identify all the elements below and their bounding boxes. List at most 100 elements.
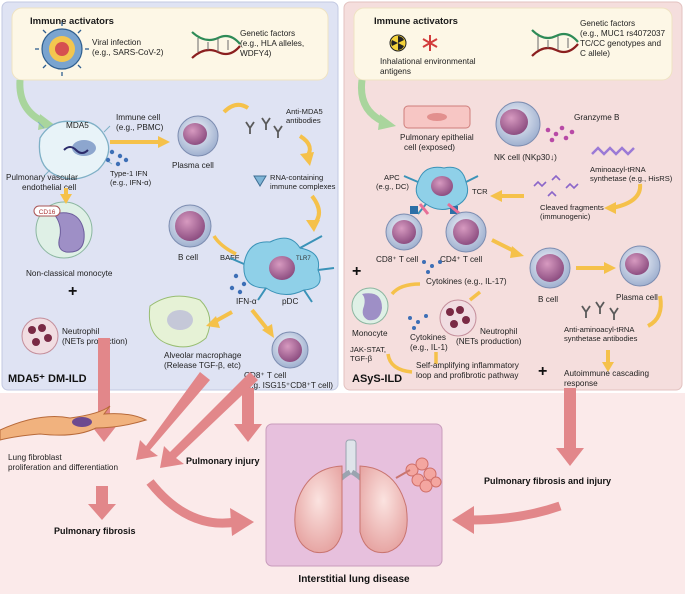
self-amplifying-label: Self-amplifying inflammatory loop and pr…: [416, 361, 521, 380]
viral-infection-label: Viral infection (e.g., SARS-CoV-2): [92, 38, 164, 57]
b-cell-left-label: B cell: [178, 253, 198, 262]
cd8-t-cell-right-label: CD8⁺ T cell: [376, 255, 418, 264]
neutrophil-right: [439, 299, 477, 337]
alveolar-macrophage: [148, 295, 211, 348]
cd8-t-cell-left: [271, 331, 309, 369]
plasma-cell-left: [177, 115, 219, 157]
right-activators-box: [353, 7, 673, 81]
plasma-cell-left-label: Plasma cell: [172, 161, 214, 170]
alveoli-cluster: [405, 457, 442, 493]
arrowhead-antibody-to-complex: [300, 152, 314, 166]
cytokines-il17-label: Cytokines (e.g., IL-17): [426, 277, 507, 286]
monocyte-label: Monocyte: [352, 329, 388, 338]
arrow-jak-to-loop: [386, 353, 413, 374]
ifn-dots-pdc: [229, 273, 247, 295]
left-activators-box: [11, 7, 329, 81]
left-panel-title: MDA5⁺ DM-ILD: [8, 373, 87, 385]
asterisk-icon: [422, 35, 438, 51]
arrow-plasma-to-antibody: [222, 102, 250, 114]
virus-icon: [35, 22, 89, 76]
alveolar-macrophage-label: Alveolar macrophage (Release TGF-β, etc): [164, 351, 244, 370]
b-cell-left: [168, 204, 212, 248]
mda5-label: MDA5: [66, 121, 89, 130]
right-genetic-factors-label: Genetic factors (e.g., MUC1 rs4072037 TC…: [580, 19, 667, 58]
ifn-alpha-label: IFN-α: [236, 297, 257, 306]
red-arrows-left: [90, 338, 262, 468]
curved-arrow-left: [146, 479, 237, 528]
lungs-illustration: [294, 439, 408, 554]
tlr7-label: TLR7: [296, 256, 311, 262]
antibody-icons-left: [245, 117, 283, 138]
plasma-cell-right: [619, 245, 661, 287]
granzyme-dots: [545, 125, 575, 143]
arrowhead-to-fragments: [604, 202, 616, 214]
b-cell-right: [529, 247, 571, 289]
immune-complex-icon: [253, 175, 267, 187]
non-classical-monocyte-label: Non-classical monocyte: [26, 269, 113, 278]
arrowhead-to-plasma: [158, 136, 170, 148]
arrowhead-to-monocyte: [60, 194, 72, 204]
arrowhead-to-autoimmune: [602, 362, 614, 372]
cd8-t-cell-right: [385, 213, 423, 251]
neutrophil-left: [21, 317, 59, 355]
dna-icon-left: [191, 31, 241, 59]
tcr-receptor-left: [410, 206, 418, 214]
monocyte-right: [351, 287, 389, 325]
autoimmune-label: Autoimmune cascading response: [564, 369, 651, 388]
aminoacyl-trna-label: Aminoacyl-tRNA synthetase (e.g., HisRS): [590, 165, 673, 183]
pdc-cell: [229, 235, 335, 303]
cleaved-fragments-icon: [533, 174, 579, 197]
activator-arrowhead-right: [378, 114, 396, 130]
pulmonary-injury-label: Pulmonary injury: [186, 456, 260, 466]
jak-stat-label: JAK-STAT, TGF-β: [350, 345, 388, 363]
curved-arrow-right: [469, 501, 562, 525]
arrowhead-to-apc: [490, 190, 502, 202]
fibroblast-cell: [0, 405, 148, 441]
cd16-label: CD16: [39, 209, 56, 216]
tcr-connectors: [418, 202, 461, 216]
nk-cell-label: NK cell (NKp30↓): [494, 153, 557, 162]
arrow-to-fragments: [611, 183, 643, 210]
cytokines-il1-label: Cytokines (e.g., IL-1): [410, 333, 448, 352]
antibody-icons-right: [581, 301, 619, 320]
tcr-label: TCR: [472, 187, 488, 196]
apc-cell: [403, 166, 479, 215]
pulmonary-epithelial-label: Pulmonary epithelial cell (exposed): [400, 133, 476, 152]
b-cell-right-label: B cell: [538, 295, 558, 304]
arrow-baff: [212, 235, 237, 256]
arrow-to-cd8: [250, 308, 270, 332]
red-arrows-right: [88, 388, 584, 520]
cd16-tag: [33, 205, 61, 217]
cd8-t-cell-left-label: CD8⁺ T cell (e.g. ISG15⁺CD8⁺T cell): [244, 371, 333, 390]
arrow-to-neutrophil-right: [468, 290, 482, 302]
endothelial-cell: [37, 120, 113, 180]
curved-arrowhead-right: [452, 506, 474, 534]
alveoli-link: [395, 469, 411, 479]
curved-arrowhead-left: [230, 508, 254, 536]
pulmonary-vascular-label: Pulmonary vascular endothelial cell: [6, 173, 80, 192]
cd4-t-cell-label: CD4⁺ T cell: [440, 255, 482, 264]
anti-aminoacyl-label: Anti-aminoacyl-tRNA synthetase antibodie…: [564, 325, 638, 343]
cleaved-fragments-label: Cleaved fragments (immunogenic): [540, 203, 606, 221]
granzyme-b-label: Granzyme B: [574, 113, 620, 122]
ild-label: Interstitial lung disease: [298, 574, 410, 585]
type1-ifn-label: Type-1 IFN (e.g., IFN-α): [110, 169, 152, 187]
left-activators-title: Immune activators: [30, 16, 114, 27]
arrowhead-to-macrophage: [206, 316, 220, 328]
apc-label: APC (e.g., DC): [376, 173, 409, 191]
baff-label: BAFF: [220, 253, 240, 262]
neutrophil-left-label: Neutrophil (NETs production): [62, 327, 128, 346]
cd4-t-cell: [445, 211, 487, 253]
left-panel: [1, 1, 339, 391]
nk-cell: [495, 101, 541, 147]
inhalational-label: Inhalational environmental antigens: [380, 57, 478, 76]
fibroblast-label: Lung fibroblast proliferation and differ…: [8, 453, 118, 472]
il17-dots: [422, 260, 442, 274]
immune-cell-label: Immune cell (e.g., PBMC): [116, 113, 164, 132]
ifn-dots-left: [105, 149, 129, 167]
anti-mda5-label: Anti-MDA5 antibodies: [286, 107, 325, 125]
arrow-plasma-to-antibody-right: [646, 295, 663, 328]
pulmonary-fibrosis-label: Pulmonary fibrosis: [54, 526, 136, 536]
